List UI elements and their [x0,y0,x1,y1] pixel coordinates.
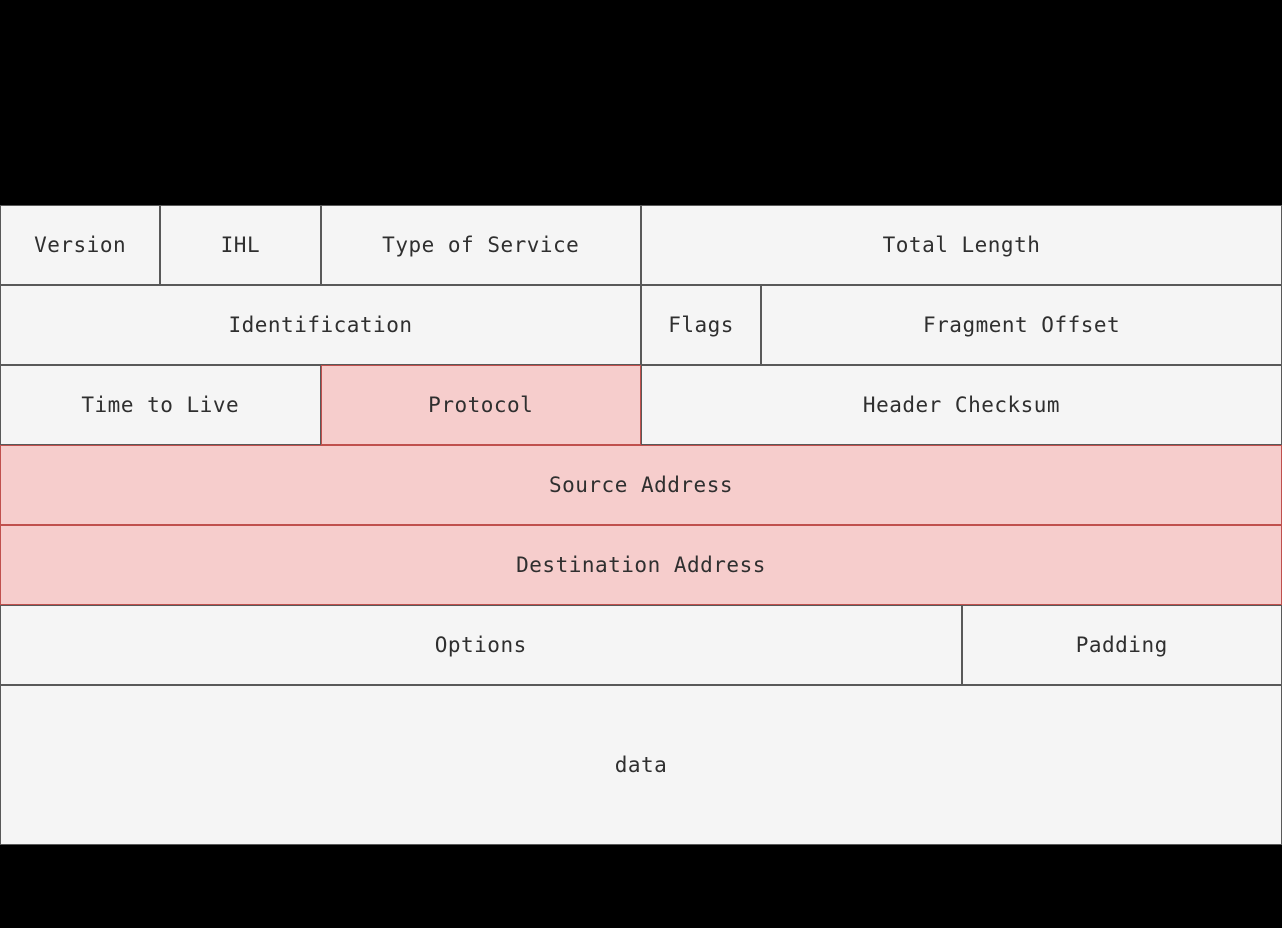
field-total-length: Total Length [641,205,1282,285]
field-data: data [0,685,1282,845]
ipv4-header-diagram: Version IHL Type of Service Total Length… [0,205,1282,845]
field-ihl: IHL [160,205,321,285]
field-type-of-service: Type of Service [320,205,641,285]
field-version: Version [0,205,161,285]
field-source-address: Source Address [0,445,1282,525]
field-time-to-live: Time to Live [0,365,321,445]
field-fragment-offset: Fragment Offset [761,285,1282,365]
field-options: Options [0,605,962,685]
top-black-band [0,0,1282,205]
field-destination-address: Destination Address [0,525,1282,605]
field-protocol: Protocol [320,365,641,445]
field-padding: Padding [961,605,1282,685]
field-identification: Identification [0,285,641,365]
field-header-checksum: Header Checksum [641,365,1282,445]
field-flags: Flags [641,285,762,365]
